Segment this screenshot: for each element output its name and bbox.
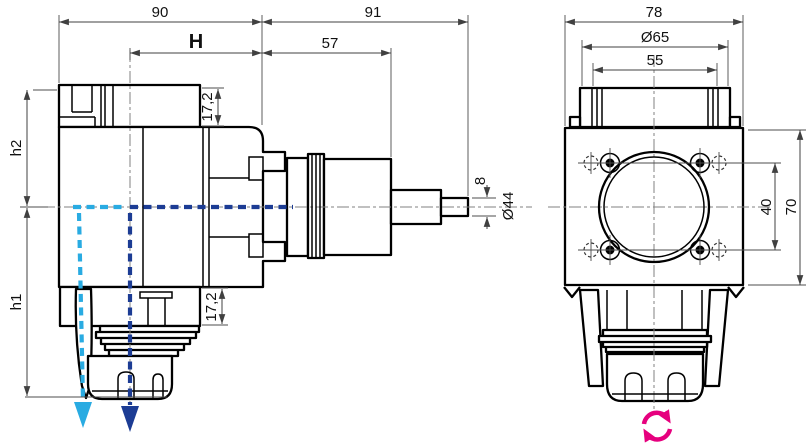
spindle-nose xyxy=(322,157,393,257)
coolant-internal-arrow xyxy=(121,406,139,432)
pilot-bore-outer xyxy=(597,150,711,264)
front-ring-stack xyxy=(94,324,201,358)
side-neck-left xyxy=(578,288,605,388)
dimension-texts: 90 91 H 57 17,2 17,2 h2 h1 8 Ø44 78 Ø65 … xyxy=(8,4,800,322)
dim-h1: h1 xyxy=(8,294,25,311)
dim-tip-diameter: 8 xyxy=(472,177,489,185)
dim-gauge-H: H xyxy=(189,31,203,53)
side-neck-right xyxy=(703,288,730,388)
dim-spindle-nose-length: 57 xyxy=(322,35,339,52)
dimension-lines xyxy=(23,18,804,396)
dim-lower-flange-height: 17,2 xyxy=(203,292,220,321)
dim-h2: h2 xyxy=(8,140,25,157)
dim-body-width: 78 xyxy=(646,4,663,21)
dim-hole-spacing: 40 xyxy=(758,199,775,216)
coolant-external-drop xyxy=(76,212,86,402)
coolant-flow xyxy=(73,204,293,405)
side-ring-stack xyxy=(597,328,713,354)
side-flange-wing-left xyxy=(568,115,582,129)
dim-flange-width: 55 xyxy=(647,52,664,69)
dim-pilot-diameter: Ø65 xyxy=(641,29,669,46)
rotation-icon xyxy=(641,409,673,443)
dim-width-spindle: 91 xyxy=(365,4,382,21)
spindle-tip xyxy=(439,196,470,218)
extension-lines xyxy=(20,15,806,398)
dim-nose-diameter: Ø44 xyxy=(500,192,517,220)
side-collet-nut xyxy=(605,352,705,403)
side-flange-wing-right xyxy=(728,115,742,129)
dim-flange-height: 17,2 xyxy=(199,92,216,121)
pilot-bore-inner xyxy=(603,156,705,258)
front-view xyxy=(57,83,470,401)
dim-body-height: 70 xyxy=(783,199,800,216)
dim-width-body: 90 xyxy=(152,4,169,21)
side-view-details xyxy=(563,88,745,401)
coolant-external-arrow xyxy=(74,402,92,428)
